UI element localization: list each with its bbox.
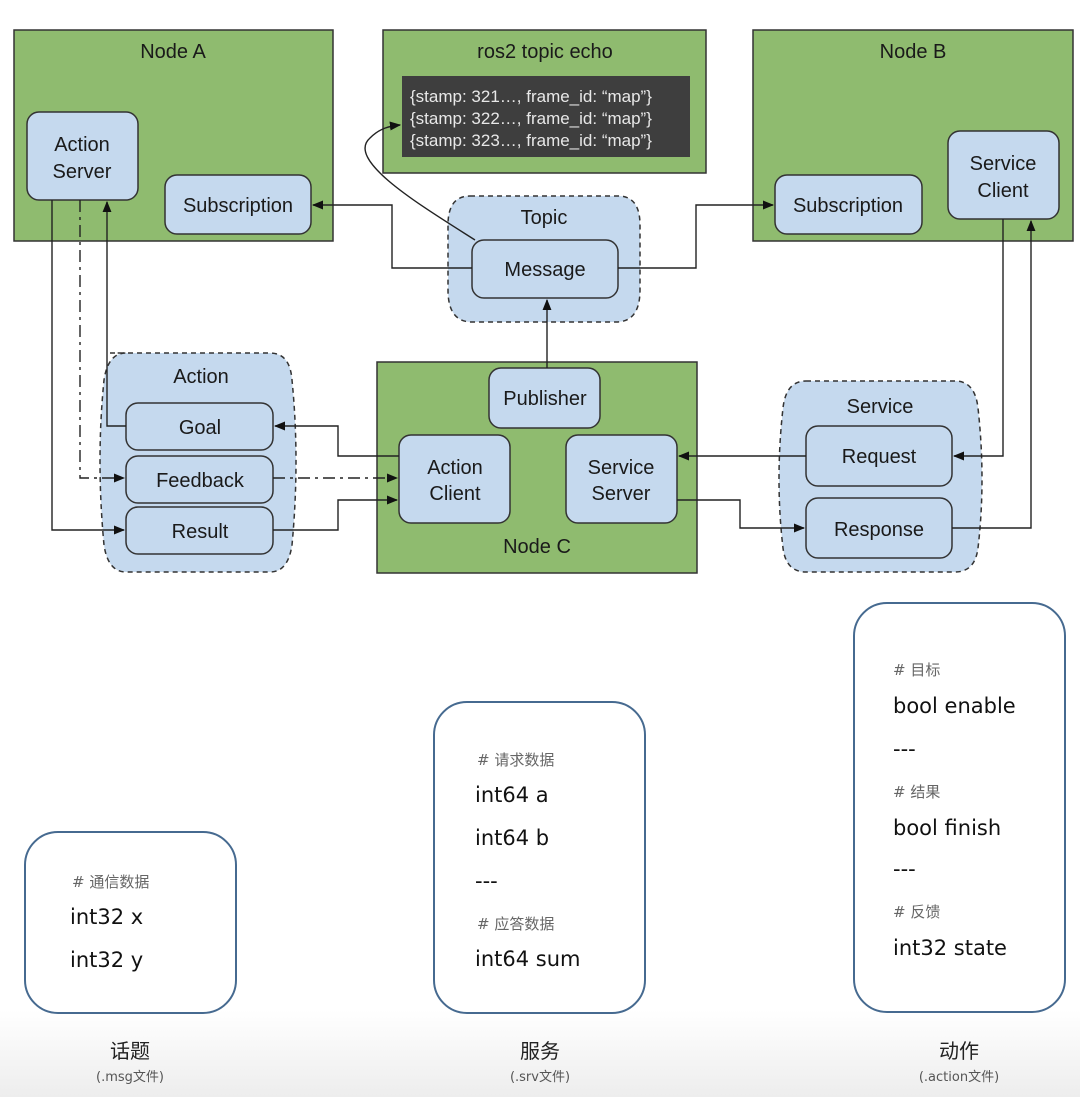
srv-definition-card: # 请求数据 int64 a int64 b --- # 应答数据 int64 … bbox=[433, 701, 646, 1014]
message-item[interactable]: Message bbox=[471, 239, 619, 299]
service-server[interactable]: Service Server bbox=[565, 434, 678, 524]
msg-line: int32 y bbox=[70, 948, 144, 972]
bottom-background bbox=[0, 1010, 1080, 1097]
action-server-label-2: Server bbox=[53, 161, 112, 183]
action-server-label-1: Action bbox=[54, 134, 110, 156]
request-item[interactable]: Request bbox=[805, 425, 953, 487]
goal-to-server-arrow bbox=[102, 200, 126, 427]
srv-line: int64 sum bbox=[475, 947, 581, 971]
service-group: Service Request Response bbox=[778, 380, 983, 573]
srv-caption-title: 服务 bbox=[520, 1039, 560, 1063]
msg-definition-card: # 通信数据 int32 x int32 y bbox=[24, 831, 237, 1014]
goal-item[interactable]: Goal bbox=[125, 402, 274, 451]
server-to-response-arrow bbox=[677, 499, 806, 533]
server-to-result-arrow bbox=[51, 200, 126, 535]
action-caption: 动作 (.action文件) bbox=[859, 1035, 1059, 1085]
service-server-label-2: Server bbox=[592, 483, 651, 505]
subscription-a-label: Subscription bbox=[183, 195, 293, 217]
action-line: bool enable bbox=[893, 694, 1016, 718]
topic-echo-node: ros2 topic echo {stamp: 321…, frame_id: … bbox=[382, 29, 707, 174]
node-a-title: Node A bbox=[140, 41, 206, 63]
action-caption-title: 动作 bbox=[939, 1039, 979, 1063]
message-label: Message bbox=[504, 259, 585, 281]
topic-echo-title: ros2 topic echo bbox=[477, 41, 613, 63]
feedback-label: Feedback bbox=[156, 470, 245, 492]
node-c-title: Node C bbox=[503, 536, 571, 558]
ros2-communication-diagram: Node A Action Server Subscription ros2 t… bbox=[13, 29, 1074, 574]
srv-line: --- bbox=[475, 869, 498, 893]
result-item[interactable]: Result bbox=[125, 506, 274, 555]
msg-caption-title: 话题 bbox=[110, 1039, 150, 1063]
action-group-title: Action bbox=[173, 366, 229, 388]
node-c: Node C Publisher Action Client Service S… bbox=[376, 361, 698, 574]
topic-group: Topic Message bbox=[447, 195, 641, 323]
echo-line: {stamp: 321…, frame_id: “map”} bbox=[410, 87, 652, 106]
message-to-echo-arrow bbox=[364, 121, 476, 241]
action-definition-card: # 目标 bool enable --- # 结果 bool finish --… bbox=[853, 602, 1066, 1013]
connectors bbox=[51, 121, 1036, 535]
action-client-label-2: Client bbox=[429, 483, 481, 505]
srv-line: # 应答数据 bbox=[477, 915, 555, 933]
client-to-request-arrow bbox=[952, 219, 1004, 461]
service-client-label-1: Service bbox=[970, 153, 1037, 175]
srv-line: int64 b bbox=[475, 826, 550, 850]
server-to-feedback-arrow bbox=[79, 200, 126, 483]
subscription-a[interactable]: Subscription bbox=[164, 174, 312, 235]
node-a: Node A Action Server Subscription bbox=[13, 29, 334, 242]
msg-line: # 通信数据 bbox=[72, 873, 150, 891]
action-line: # 结果 bbox=[893, 783, 941, 801]
feedback-item[interactable]: Feedback bbox=[125, 455, 274, 504]
echo-line: {stamp: 323…, frame_id: “map”} bbox=[410, 131, 652, 150]
service-group-title: Service bbox=[847, 396, 914, 418]
service-client-label-2: Client bbox=[977, 180, 1029, 202]
goal-label: Goal bbox=[179, 417, 221, 439]
action-client[interactable]: Action Client bbox=[398, 434, 511, 524]
request-label: Request bbox=[842, 446, 917, 468]
action-caption-subtitle: (.action文件) bbox=[918, 1070, 1000, 1085]
action-line: --- bbox=[893, 737, 916, 761]
srv-caption-subtitle: (.srv文件) bbox=[509, 1070, 571, 1085]
action-line: # 目标 bbox=[893, 661, 941, 679]
msg-caption: 话题 (.msg文件) bbox=[30, 1035, 230, 1085]
action-line: int32 state bbox=[893, 936, 1007, 960]
response-label: Response bbox=[834, 519, 924, 541]
action-group: Action Goal Feedback Result bbox=[99, 352, 297, 573]
service-client[interactable]: Service Client bbox=[947, 130, 1060, 220]
action-server[interactable]: Action Server bbox=[26, 111, 139, 201]
response-item[interactable]: Response bbox=[805, 497, 953, 559]
srv-line: int64 a bbox=[475, 783, 549, 807]
client-to-goal-arrow bbox=[273, 421, 399, 457]
srv-line: # 请求数据 bbox=[477, 751, 555, 769]
echo-line: {stamp: 322…, frame_id: “map”} bbox=[410, 109, 652, 128]
msg-line: int32 x bbox=[70, 905, 144, 929]
node-b-title: Node B bbox=[880, 41, 947, 63]
action-line: # 反馈 bbox=[893, 903, 941, 921]
action-line: bool finish bbox=[893, 816, 1002, 840]
message-to-subscription-a-arrow bbox=[311, 200, 472, 269]
action-client-label-1: Action bbox=[427, 457, 483, 479]
service-server-label-1: Service bbox=[588, 457, 655, 479]
publisher-label: Publisher bbox=[503, 388, 587, 410]
subscription-b-label: Subscription bbox=[793, 195, 903, 217]
result-to-client-arrow bbox=[273, 495, 399, 531]
srv-caption: 服务 (.srv文件) bbox=[440, 1035, 640, 1085]
subscription-b[interactable]: Subscription bbox=[774, 174, 923, 235]
response-to-client-arrow bbox=[952, 219, 1036, 529]
node-b: Node B Subscription Service Client bbox=[752, 29, 1074, 242]
action-line: --- bbox=[893, 857, 916, 881]
result-label: Result bbox=[172, 521, 229, 543]
message-to-subscription-b-arrow bbox=[618, 200, 775, 269]
topic-group-title: Topic bbox=[521, 207, 568, 229]
msg-caption-subtitle: (.msg文件) bbox=[96, 1070, 164, 1085]
publisher[interactable]: Publisher bbox=[488, 367, 601, 429]
echo-console bbox=[402, 76, 690, 157]
